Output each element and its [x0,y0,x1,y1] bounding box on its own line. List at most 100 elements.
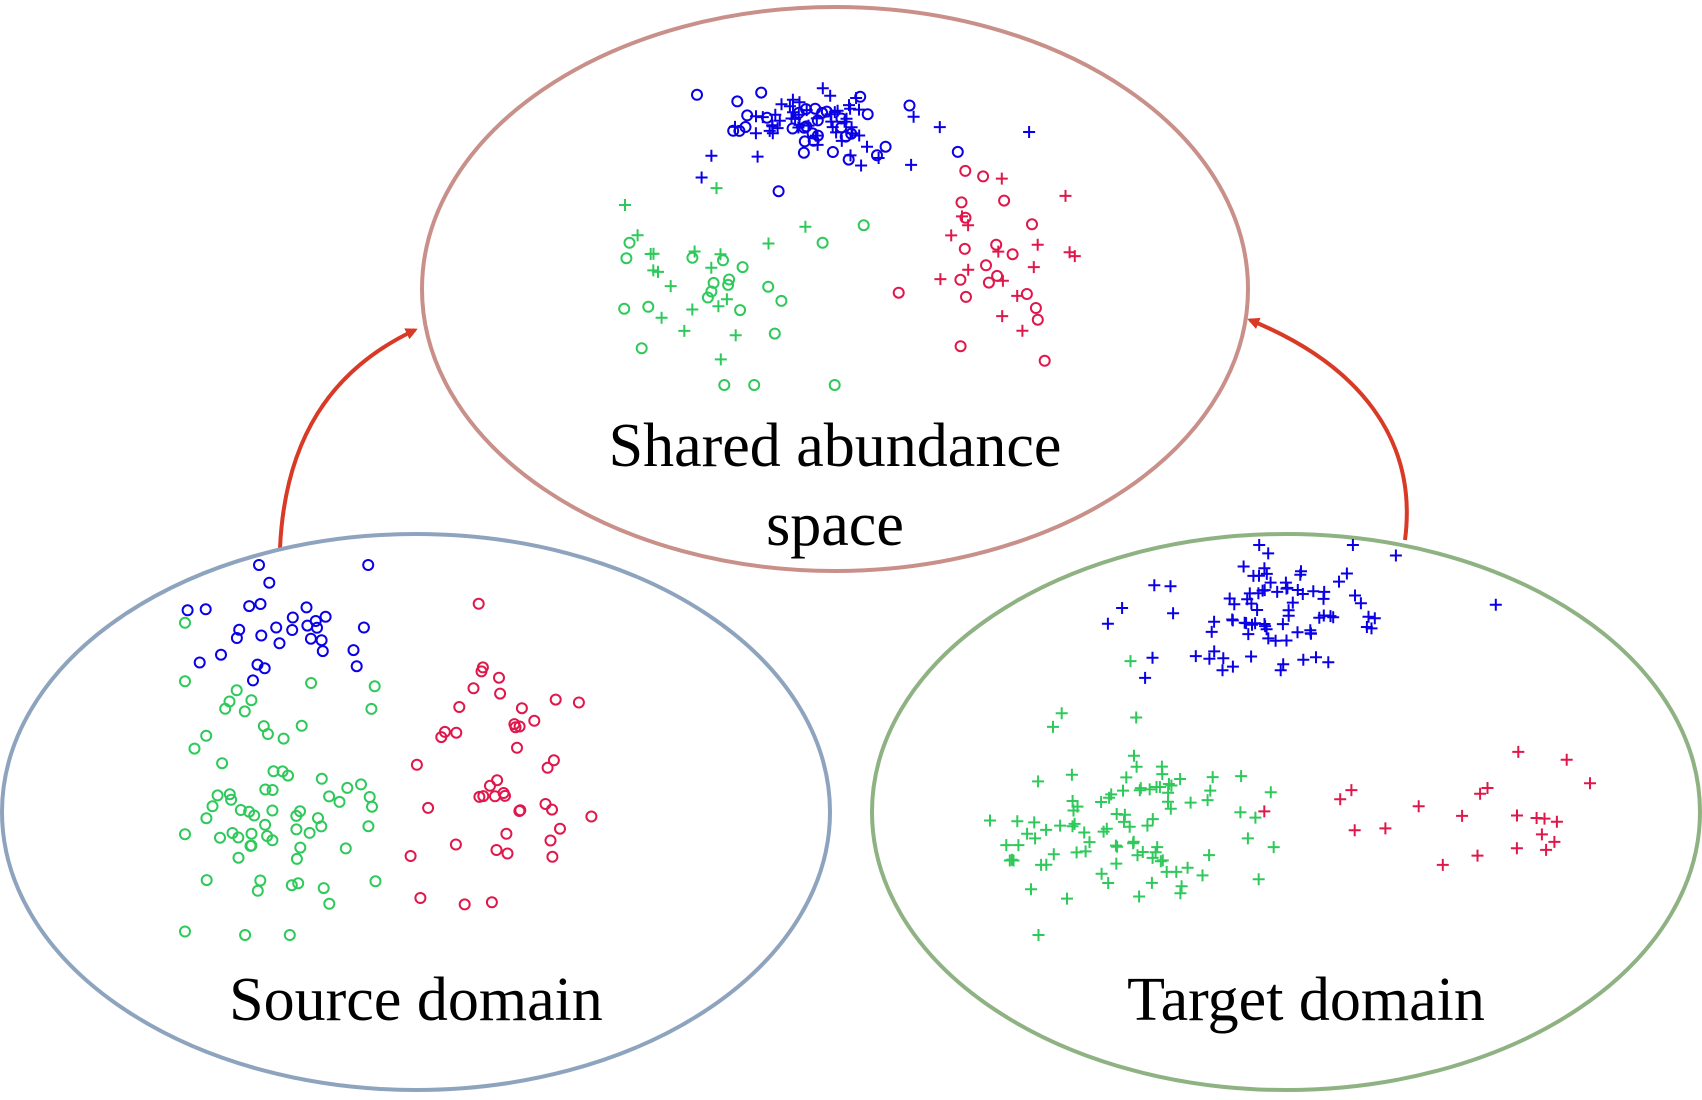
shared-green-circle-marker [768,327,781,340]
shared-red-circle-marker [958,242,971,255]
shared-green-circle-marker [775,294,788,307]
shared-green-circle-marker [748,379,761,391]
target-blue-plus-marker [1139,671,1152,684]
source-green-circle-marker [266,834,279,847]
source-blue-circle-marker [199,603,212,616]
shared-red-circle-marker [892,286,905,299]
shared-blue-plus-marker [824,89,837,102]
target-green-plus-marker [1029,832,1042,845]
target-green-plus-marker [1204,784,1217,797]
shared-blue-plus-marker [872,152,885,164]
shared-blue-circle-marker [854,90,867,103]
target-green-plus-marker [1012,839,1025,852]
shared-red-plus-marker [992,245,1005,258]
shared-green-circle-marker [718,379,731,391]
target-blue-plus-marker [1489,598,1502,611]
source-green-circle-marker [312,812,324,825]
shared-red-plus-marker [962,263,975,276]
target-blue-plus-marker [1256,584,1269,597]
source-green-circle-marker [294,841,307,854]
target-green-plus-marker [1054,819,1067,832]
target-blue-plus-marker [1208,645,1221,658]
source-red-circle-marker [494,687,507,700]
shared-green-circle-marker [686,251,699,264]
source-green-circle-marker [211,789,224,802]
target-blue-plus-marker [1245,650,1258,663]
target-green-plus-marker [1196,869,1209,882]
target-blue-plus-marker [1354,597,1367,610]
shared-blue-plus-marker [816,82,829,95]
target-green-plus-marker [1234,806,1247,819]
source-green-circle-marker [277,732,290,745]
shared-blue-circle-marker [903,99,916,112]
shared-blue-circle-marker [691,88,703,101]
source-green-circle-marker [251,884,264,897]
source-blue-circle-marker [319,610,332,623]
source-green-circle-marker [333,795,346,808]
shared-blue-plus-marker [763,124,776,137]
shared-blue-plus-marker [786,93,799,106]
source-red-circle-marker [490,844,503,856]
target-blue-plus-marker [1305,627,1317,640]
shared-blue-circle-marker [733,124,746,137]
target-green-plus-marker [1252,873,1265,886]
target-blue-plus-marker [1368,612,1381,625]
target-green-plus-marker [1095,867,1108,880]
target-blue-plus-marker [1295,565,1307,578]
target-green-plus-marker [1102,877,1115,889]
target-green-plus-marker [1011,815,1024,828]
source-domain-label: Source domain [229,966,603,1034]
shared-green-plus-marker [729,329,742,342]
shared-green-plus-marker [686,303,699,316]
target-green-plus-marker [1164,802,1177,815]
source-green-circle-marker [188,742,201,755]
source-blue-circle-marker [230,632,243,644]
source-red-circle-marker [546,803,558,816]
source-blue-circle-marker [273,637,286,650]
shared-blue-plus-marker [705,149,718,162]
target-blue-plus-marker [1216,664,1229,677]
target-blue-plus-marker [1349,589,1361,602]
target-blue-plus-marker [1327,611,1340,624]
target-green-plus-marker [1133,890,1146,903]
source-green-circle-marker [323,897,336,910]
target-green-plus-marker [1124,655,1137,668]
source-blue-circle-marker [253,559,265,571]
shared-green-plus-marker [688,245,701,258]
shared-blue-circle-marker [951,145,964,158]
target-green-plus-marker [1175,880,1188,893]
target-green-plus-marker [1149,846,1162,859]
shared-red-circle-marker [980,259,992,272]
source-green-circle-marker [179,925,191,938]
target-blue-plus-marker [1340,567,1353,580]
target-blue-plus-marker [1242,628,1255,641]
target-blue-plus-marker [1310,651,1322,664]
shared-red-circle-marker [1038,354,1051,367]
target-green-plus-marker [1146,813,1159,826]
target-blue-plus-marker [1274,664,1287,677]
shared-blue-plus-marker [855,159,868,172]
target-green-plus-marker [1235,770,1248,783]
shared-red-plus-marker [962,219,975,232]
target-green-plus-marker [1000,839,1013,852]
source-red-circle-marker [515,702,528,715]
source-red-circle-marker [491,774,504,787]
target-green-plus-marker [1130,711,1143,724]
shared-green-circle-marker [707,276,720,289]
target-green-plus-marker [1127,835,1140,848]
source-green-circle-marker [368,680,381,693]
target-green-plus-marker [1156,854,1169,867]
shared-blue-circle-marker [820,105,833,118]
target-green-plus-marker [1035,858,1048,871]
source-blue-circle-marker [286,611,299,624]
target-green-plus-marker [1095,796,1108,808]
source-green-circle-marker [259,783,272,796]
source-green-circle-marker [206,800,219,813]
target-blue-plus-marker [1205,625,1218,638]
target-blue-plus-marker [1360,621,1373,633]
shared-green-circle-marker [623,236,636,249]
shared-green-plus-marker [664,280,677,293]
target-blue-plus-marker [1253,539,1266,551]
source-green-circle-marker [369,875,382,888]
target-blue-plus-marker [1280,582,1293,595]
